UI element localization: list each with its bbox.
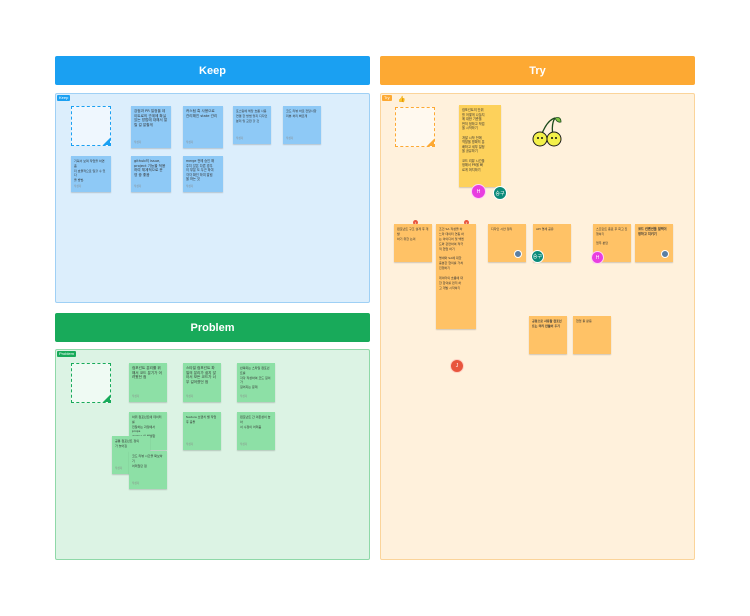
note-author: 작성자 [240, 395, 248, 399]
problem-note-5[interactable]: feature 브랜치 별 작업 후 충돌 작성자 [183, 412, 221, 450]
note-author: 작성자 [134, 141, 142, 145]
problem-tag: Problem [57, 351, 76, 357]
problem-note-8[interactable]: 코드 리뷰 시간을 확보하기 어려웠던 점 작성자 [129, 451, 167, 489]
vote-count-badge: 1 [413, 220, 418, 225]
note-author: 작성자 [132, 482, 140, 486]
note-author: 작성자 [186, 185, 194, 189]
try-note-7[interactable]: 공통으로 사용할 컴포넌 트는 미리 만들어 두기 [529, 316, 567, 354]
keep-note-3[interactable]: 포스팅에 해당 흐름 사용 연결 한 방법 맞지 디자인 분리 및 교환 할 것… [233, 106, 271, 144]
note-author: 작성자 [132, 395, 140, 399]
note-author: 작성자 [240, 443, 248, 447]
note-author: 작성자 [115, 467, 123, 471]
vote-count-badge: 2 [464, 220, 469, 225]
user-avatar-j[interactable]: J [450, 359, 464, 373]
problem-note-3[interactable]: 반복되는 스타일 컴포넌트를 각각 작성하여 코드 길이가 길어지는 문제 작성… [237, 363, 275, 402]
user-avatar-h-2[interactable]: H [591, 251, 604, 264]
note-author: 작성자 [186, 443, 194, 447]
try-main-note[interactable]: 컴포넌트의 단위 를 어떻게 나눌지 에 대한 기준을 먼저 정하고 작업 을 … [459, 105, 501, 187]
keep-note-2[interactable]: 커스텀 훅 사용으로 관리해진 state 관리 작성자 [183, 106, 223, 148]
note-author: 작성자 [186, 141, 194, 145]
problem-note-1[interactable]: 컴포넌트 분리를 위 해서 코드 분기가 어 려웠던 점 작성자 [129, 363, 167, 402]
keep-placeholder-frame[interactable] [71, 106, 111, 146]
user-avatar-su[interactable]: 승구 [493, 186, 507, 200]
problem-placeholder-frame[interactable] [71, 363, 111, 403]
try-placeholder-frame[interactable] [395, 107, 435, 147]
author-avatar [514, 250, 522, 258]
note-author: 작성자 [186, 395, 194, 399]
note-author: 작성자 [236, 137, 244, 141]
try-header[interactable]: Try [380, 56, 695, 85]
note-author: 작성자 [74, 185, 82, 189]
try-panel[interactable]: Try 👍 컴포넌트의 단위 를 어떻게 나눌지 에 대한 기준을 먼저 정하고… [380, 93, 695, 560]
keep-tag: Keep [57, 95, 71, 101]
try-tag: Try [382, 95, 392, 101]
note-author: 작성자 [134, 185, 142, 189]
note-author: 작성자 [286, 137, 294, 141]
keep-panel[interactable]: Keep 강점과 PR 일정을 데 이트로의 관계에 확실 있는 방법에 대해서… [55, 93, 370, 303]
try-note-8[interactable]: 협업 툴 활용 [573, 316, 611, 354]
corner-fold-icon [103, 395, 110, 402]
try-note-1[interactable]: 컴포넌트 구조 설계 후 개발 하기 위한 논의 [394, 224, 432, 262]
problem-note-2[interactable]: 스타일 컴포넌트 파 일의 분리가 쉽지 않 아서 모든 코드가 너 무 길어졌… [183, 363, 221, 402]
try-note-3[interactable]: 디자인 시안 정리 [488, 224, 526, 262]
thumbs-up-icon: 👍 [398, 97, 406, 103]
problem-panel[interactable]: Problem 컴포넌트 분리를 위 해서 코드 분기가 어 려웠던 점 작성자… [55, 349, 370, 560]
user-avatar-h[interactable]: H [471, 184, 486, 199]
problem-note-6[interactable]: 컴포넌트 간 의존성이 높아 서 수정이 어려움 작성자 [237, 412, 275, 450]
problem-header[interactable]: Problem [55, 313, 370, 342]
cherry-sticker-icon [532, 117, 562, 147]
try-note-2[interactable]: 조건 SA 작성을 하 느라 데이터 연동 하 는 아이디어 및 백엔 드와 관… [436, 224, 476, 329]
try-note-6[interactable]: 코드 컨벤션을 일찍이 정하고 지키기 [635, 224, 673, 262]
corner-fold-icon [103, 138, 110, 145]
keep-note-6[interactable]: github의 issue, project 기능을 적용 하여 체계적으로 운… [131, 156, 171, 192]
keep-note-1[interactable]: 강점과 PR 일정을 데 이트로의 관계에 확실 있는 방법에 대해서 알 릴 … [131, 106, 171, 148]
keep-note-5[interactable]: 기획서 보며 작업을 하면 좀 더 효율적으로 일할 수 있다 을 방법. 작성… [71, 156, 111, 192]
corner-fold-icon [427, 139, 434, 146]
keep-header[interactable]: Keep [55, 56, 370, 85]
keep-note-7[interactable]: merge 전에 승인 해 주지 않은 다른 경우 이 부분 도 두근 하여 각… [183, 156, 223, 192]
author-avatar [661, 250, 669, 258]
keep-note-4[interactable]: 코드 리뷰 바로 전달사항 리뷰 처리 빠르게 작성자 [283, 106, 321, 144]
user-avatar-su-2[interactable]: 승구 [531, 250, 544, 263]
